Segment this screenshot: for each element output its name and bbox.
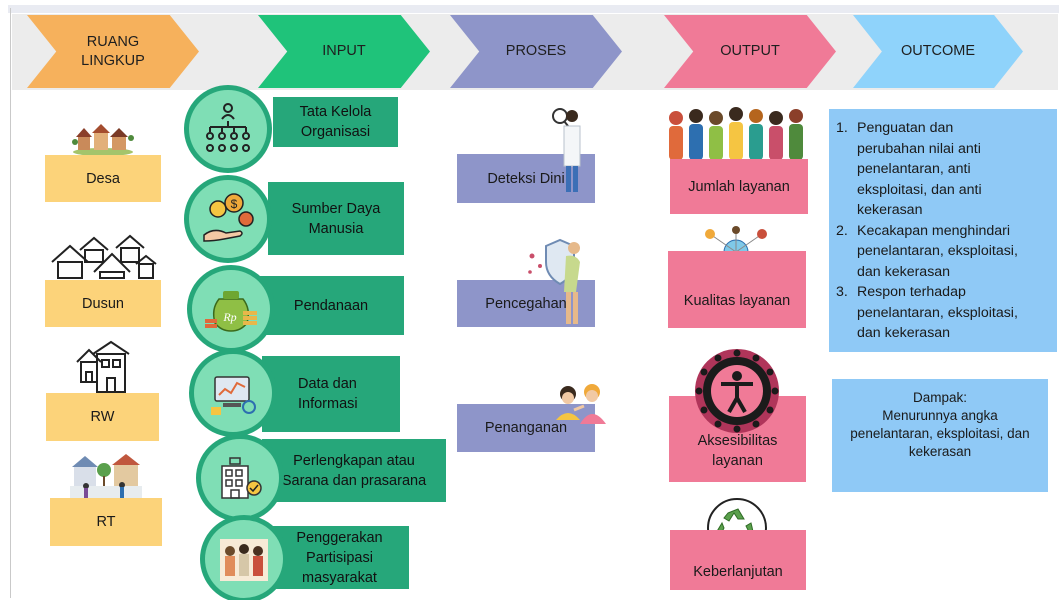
scope-label: Desa [86, 170, 120, 187]
input-line: Tata Kelola [299, 104, 372, 120]
outcome-number: 1. [836, 120, 848, 136]
building-icon [76, 340, 130, 393]
community-icon [220, 539, 268, 581]
outcome-line: Respon terhadap [857, 284, 966, 300]
scope-desa: Desa [45, 155, 161, 202]
outcome-line: penelantaran, eksploitasi, [857, 304, 1018, 321]
outcome-line: dan kekerasan [857, 263, 951, 280]
proses-penanganan: Penanganan [457, 404, 595, 452]
outcome-item: 1. Penguatan dan perubahan nilai anti pe… [835, 118, 1049, 221]
output-line: Aksesibilitas [697, 433, 778, 449]
input-line: Informasi [298, 396, 358, 412]
shield-icon [528, 238, 580, 324]
outcome-line: eksploitasi, dan anti [857, 181, 982, 198]
input-line: Sumber Daya [291, 200, 381, 217]
input-icon-circle: $ [184, 175, 272, 263]
output-kualitas-layanan: Kualitas layanan [668, 251, 806, 328]
outcome-line: dan kekerasan [857, 325, 951, 341]
outcome-line: kekerasan [857, 202, 923, 218]
input-line: Partisipasi [306, 549, 373, 566]
outcome-box: 1. Penguatan dan perubahan nilai anti pe… [829, 109, 1057, 352]
ruang-lingkup-line-2: LINGKUP [81, 52, 145, 69]
input-icon-circle [196, 434, 284, 522]
money-icon: Rp [205, 291, 257, 332]
scope-label: RT [96, 514, 116, 530]
outcome-list: 1. Penguatan dan perubahan nilai anti pe… [835, 118, 1049, 344]
outcome-line: penelantaran, anti [857, 161, 971, 177]
houses-icon [51, 234, 157, 279]
scope-rt: RT [50, 498, 162, 546]
chevron-output: OUTPUT [664, 15, 836, 88]
input-header: INPUT [322, 43, 366, 59]
outcome-line: perubahan nilai anti [857, 140, 981, 157]
outcome-line: Kecakapan menghindari [857, 222, 1011, 239]
input-line: Data dan [298, 376, 357, 392]
dampak-box: Dampak: Menurunnya angka penelantaran, e… [832, 379, 1048, 492]
dampak-line: penelantaran, eksploitasi, dan [850, 426, 1030, 441]
dampak-line: kekerasan [908, 444, 972, 459]
input-line: masyarakat [302, 569, 377, 586]
input-line: Manusia [308, 220, 364, 237]
facility-icon [221, 457, 262, 499]
input-icon-circle [189, 349, 277, 437]
output-keberlanjutan: Keberlanjutan [670, 530, 806, 590]
scope-label: Dusun [82, 295, 124, 312]
scope-rw: RW [46, 393, 159, 441]
outcome-line: penelantaran, eksploitasi, [857, 243, 1018, 259]
proses-label: Pencegahan [485, 295, 567, 312]
svg-text:Rp: Rp [222, 310, 236, 324]
outcome-header: OUTCOME [900, 43, 976, 59]
output-line: Keberlanjutan [693, 564, 783, 580]
dampak-line: Menurunnya angka [882, 408, 998, 423]
doctor-icon [552, 108, 581, 192]
output-line: Jumlah layanan [688, 178, 790, 195]
outcome-item: 2. Kecakapan menghindari penelantaran, e… [835, 221, 1049, 283]
outcome-line: Penguatan dan [857, 120, 954, 136]
output-header: OUTPUT [720, 43, 780, 59]
input-icon-circle [200, 515, 288, 600]
crowd-icon [669, 107, 803, 160]
input-line: Perlengkapan atau [293, 452, 415, 469]
output-line: layanan [712, 453, 763, 469]
resource-hand-icon: $ [203, 193, 254, 242]
org-chart-icon [206, 103, 250, 152]
outcome-number: 3. [836, 284, 848, 300]
input-pendanaan: Pendanaan [258, 276, 404, 335]
input-line: Organisasi [300, 124, 371, 140]
data-icon [211, 376, 256, 415]
scope-label: RW [90, 409, 115, 425]
input-icon-circle [184, 85, 272, 173]
input-icon-circle: Rp [187, 265, 275, 353]
outcome-number: 2. [836, 222, 848, 239]
scope-dusun: Dusun [45, 280, 161, 327]
proses-label: Deteksi Dini [487, 170, 565, 187]
svg-text:$: $ [231, 197, 238, 211]
output-line: Kualitas layanan [683, 292, 791, 309]
top-strip [8, 5, 1059, 13]
output-jumlah-layanan: Jumlah layanan [670, 159, 808, 214]
ruang-lingkup-line-1: RUANG [86, 33, 140, 50]
village-icon [72, 124, 134, 156]
neighborhood-icon [70, 454, 142, 498]
left-border [10, 8, 11, 598]
proses-header: PROSES [505, 43, 567, 59]
dampak-line: Dampak: [912, 390, 968, 405]
outcome-item: 3. Respon terhadap penelantaran, eksploi… [835, 282, 1049, 344]
input-line: Sarana dan prasarana [281, 472, 427, 489]
proses-label: Penanganan [484, 420, 568, 436]
accessibility-icon [695, 349, 779, 433]
input-line: Penggerakan [296, 529, 383, 546]
care-icon [556, 384, 606, 424]
input-line: Pendanaan [293, 297, 369, 314]
